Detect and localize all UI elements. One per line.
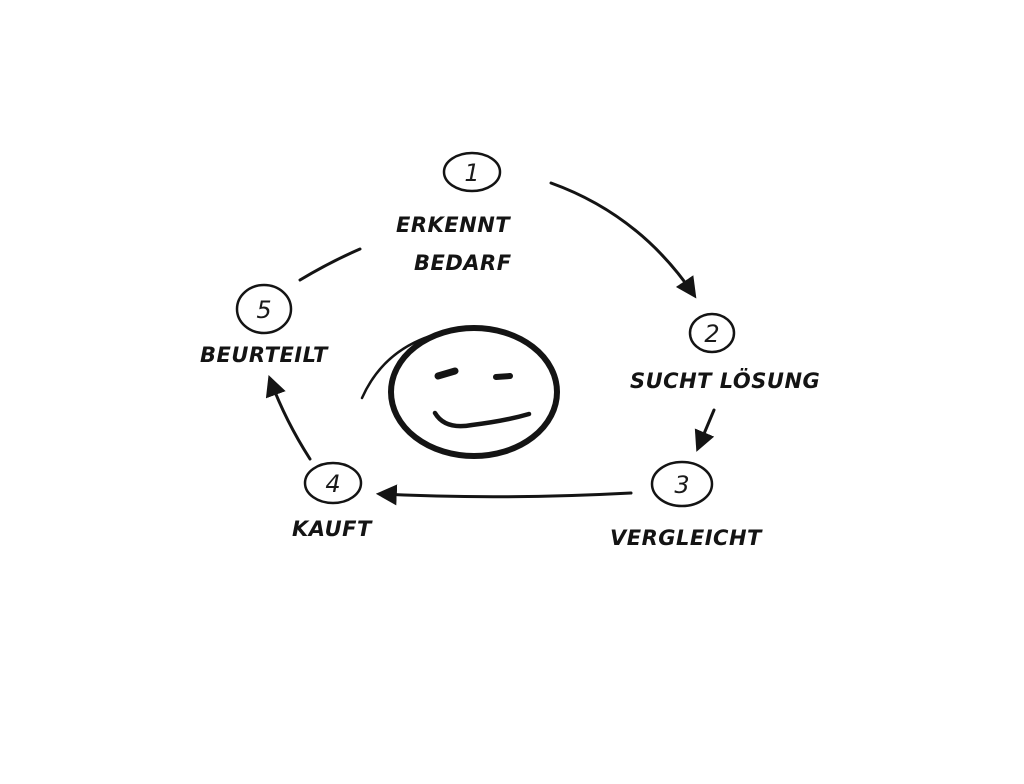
connector-5-to-1 bbox=[298, 247, 362, 282]
step-1-label-line-2: BEDARF bbox=[414, 251, 512, 275]
step-3-circle bbox=[650, 460, 714, 508]
smiley-mouth bbox=[432, 410, 532, 429]
arrow-3-to-4 bbox=[375, 484, 633, 506]
step-2-circle bbox=[688, 312, 736, 354]
step-1-number: 1 bbox=[464, 159, 479, 187]
step-5-number: 5 bbox=[256, 296, 271, 324]
step-4-circle bbox=[303, 461, 363, 505]
arrow-1-to-2 bbox=[549, 181, 697, 299]
step-5: 5 BEURTEILT bbox=[200, 283, 329, 367]
step-4-label: KAUFT bbox=[292, 517, 373, 541]
arrow-4-to-5 bbox=[265, 375, 312, 461]
smiley-face-outline-overstroke bbox=[360, 326, 472, 400]
step-3-number: 3 bbox=[674, 471, 689, 499]
step-1-circle bbox=[442, 151, 502, 193]
step-2-number: 2 bbox=[704, 320, 719, 348]
step-1: 1 ERKENNT BEDARF bbox=[396, 151, 512, 275]
step-4-number: 4 bbox=[325, 470, 340, 498]
arrow-2-to-3 bbox=[694, 408, 716, 452]
step-5-circle bbox=[235, 283, 293, 335]
smiley-left-eye bbox=[434, 367, 459, 380]
smiley-face-icon bbox=[360, 325, 560, 459]
smiley-face-outline bbox=[388, 325, 560, 459]
step-3-label: VERGLEICHT bbox=[610, 526, 763, 550]
step-3: 3 VERGLEICHT bbox=[610, 460, 763, 550]
step-5-label: BEURTEILT bbox=[200, 343, 329, 367]
step-2: 2 SUCHT LÖSUNG bbox=[630, 312, 820, 393]
step-2-label: SUCHT LÖSUNG bbox=[630, 368, 820, 393]
step-4: 4 KAUFT bbox=[292, 461, 373, 541]
smiley-right-eye bbox=[493, 373, 513, 380]
step-1-label-line-1: ERKENNT bbox=[396, 213, 511, 237]
